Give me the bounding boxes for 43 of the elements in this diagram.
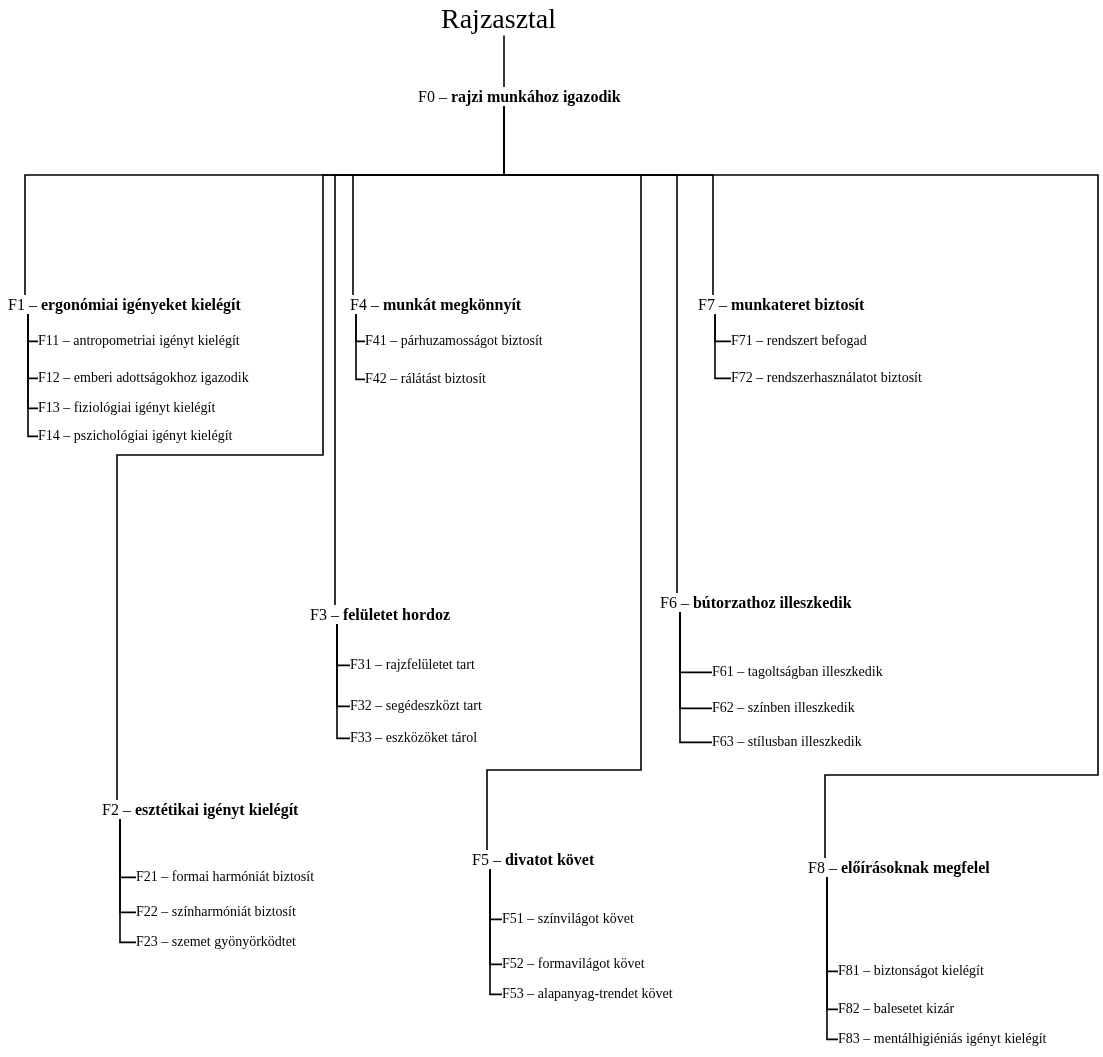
subfunction-label: F42 – rálátást biztosít bbox=[365, 371, 486, 388]
function-label: F6 – bútorzathoz illeszkedik bbox=[660, 593, 852, 613]
subfunction-label: F41 – párhuzamosságot biztosít bbox=[365, 333, 543, 350]
subfunction-label: F71 – rendszert befogad bbox=[731, 333, 867, 350]
subfunction-label: F33 – eszközöket tárol bbox=[350, 730, 478, 747]
root-label: Rajzasztal bbox=[441, 2, 557, 36]
subfunction-label: F51 – színvilágot követ bbox=[502, 911, 634, 928]
connector-line bbox=[503, 34, 505, 88]
connector-line bbox=[489, 868, 503, 996]
subfunction-label: F53 – alapanyag-trendet követ bbox=[502, 986, 673, 1003]
subfunction-label: F23 – szemet gyönyörködtet bbox=[136, 934, 296, 951]
function-label: F5 – divatot követ bbox=[472, 850, 595, 870]
connector-line bbox=[336, 623, 351, 740]
function-label: F2 – esztétikai igényt kielégít bbox=[102, 800, 299, 820]
function-label: F3 – felületet hordoz bbox=[310, 605, 450, 625]
connector-line bbox=[826, 876, 839, 1041]
function-label: F1 – ergonómiai igényeket kielégít bbox=[8, 295, 241, 315]
connector-line bbox=[679, 611, 713, 744]
subfunction-label: F11 – antropometriai igényt kielégít bbox=[38, 333, 240, 350]
subfunction-label: F63 – stílusban illeszkedik bbox=[712, 734, 862, 751]
connector-line bbox=[27, 313, 39, 438]
subfunction-label: F22 – színharmóniát biztosít bbox=[136, 904, 296, 921]
subfunction-label: F32 – segédeszközt tart bbox=[350, 698, 482, 715]
subfunction-label: F72 – rendszerhasználatot biztosít bbox=[731, 370, 922, 387]
subfunction-label: F83 – mentálhigiéniás igényt kielégít bbox=[838, 1031, 1047, 1048]
subfunction-label: F82 – balesetet kizár bbox=[838, 1001, 955, 1018]
function-label: F7 – munkateret biztosít bbox=[698, 295, 865, 315]
subfunction-label: F21 – formai harmóniát biztosít bbox=[136, 869, 315, 886]
connector-line bbox=[355, 313, 366, 381]
connector-line bbox=[119, 818, 137, 944]
subfunction-label: F52 – formavilágot követ bbox=[502, 956, 645, 973]
subfunction-label: F14 – pszichológiai igényt kielégít bbox=[38, 428, 233, 445]
subfunction-label: F13 – fiziológiai igényt kielégít bbox=[38, 400, 216, 417]
function-label: F0 – rajzi munkához igazodik bbox=[418, 87, 621, 107]
function-label: F8 – előírásoknak megfelel bbox=[808, 858, 990, 878]
subfunction-label: F12 – emberi adottságokhoz igazodik bbox=[38, 370, 249, 387]
function-label: F4 – munkát megkönnyít bbox=[350, 295, 522, 315]
subfunction-label: F62 – színben illeszkedik bbox=[712, 700, 855, 717]
subfunction-label: F81 – biztonságot kielégít bbox=[838, 963, 984, 980]
connector-line bbox=[714, 313, 732, 380]
subfunction-label: F31 – rajzfelületet tart bbox=[350, 657, 475, 674]
subfunction-label: F61 – tagoltságban illeszkedik bbox=[712, 664, 883, 681]
connector-line bbox=[503, 105, 1099, 859]
